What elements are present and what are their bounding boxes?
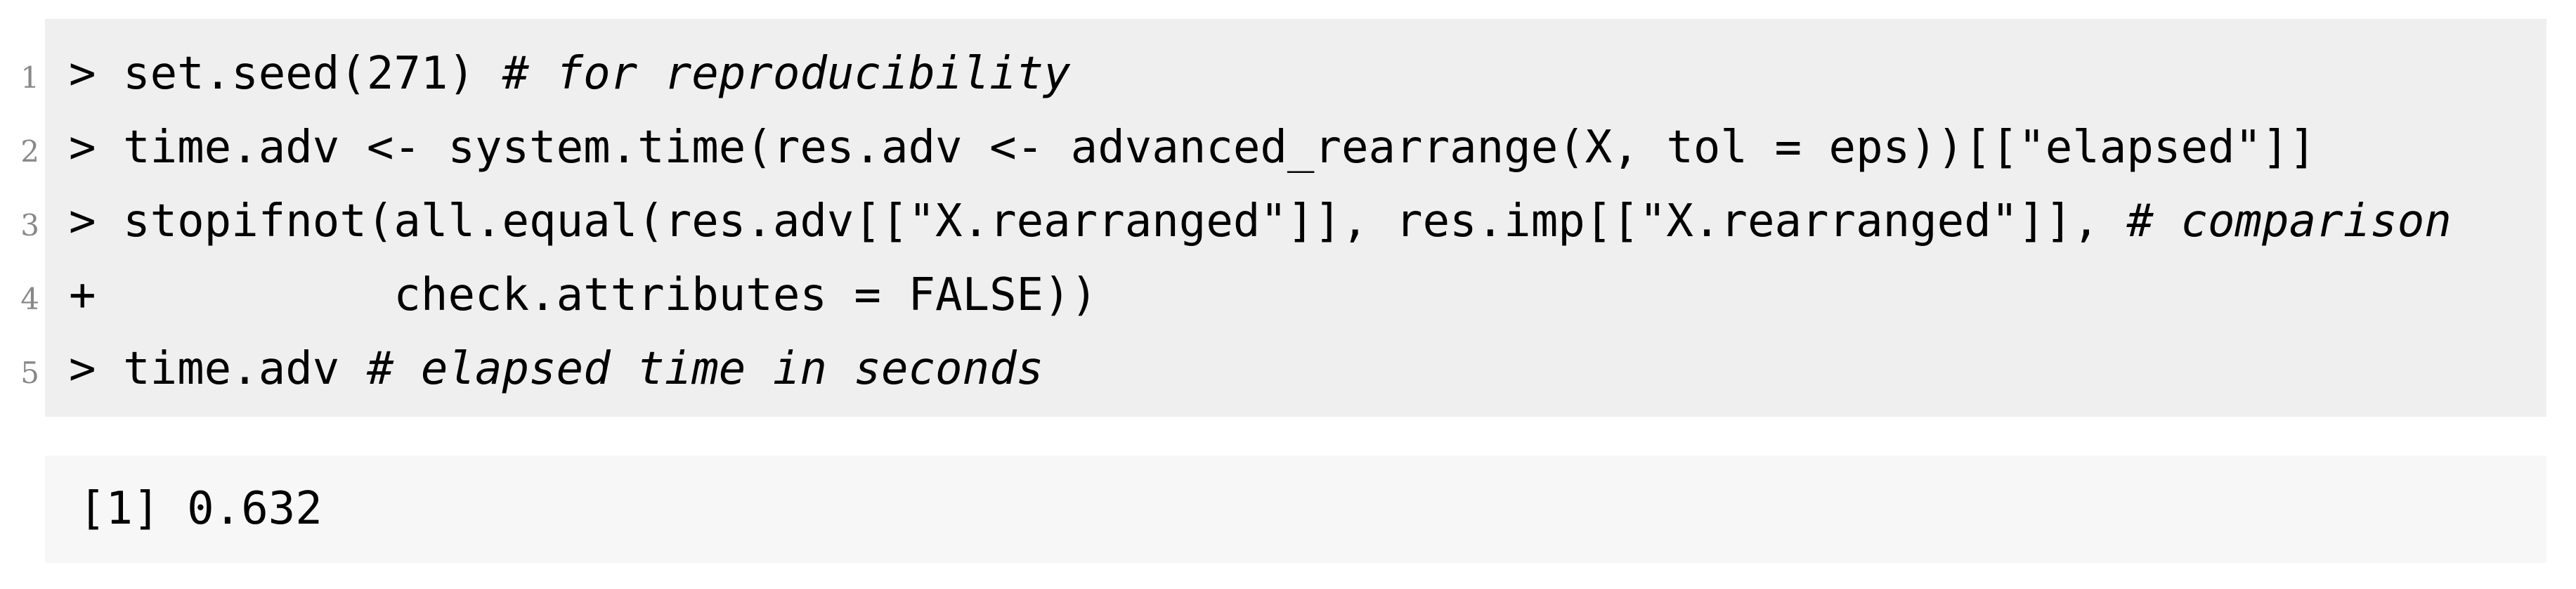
code-comment-segment: # for reproducibility [502,48,1071,100]
code-segment: > time.adv <- system.time(res.adv <- adv… [69,122,2317,174]
line-number: 1 [20,60,39,95]
line-number: 4 [20,282,39,316]
line-number: 2 [20,134,39,169]
line-number: 5 [20,356,39,390]
code-line: 2 > time.adv <- system.time(res.adv <- ad… [20,111,2546,185]
code-segment: + check.attributes = FALSE)) [69,269,1098,321]
r-output-chunk: [1] 0.632 [45,455,2546,563]
console-output-text: [1] 0.632 [79,483,323,535]
code-segment: > time.adv [69,343,367,395]
code-comment-segment: # comparison [2126,195,2452,247]
r-code-chunk: 1 > set.seed(271) # for reproducibility 2 >… [20,19,2546,417]
code-line: 5 > time.adv # elapsed time in seconds [20,332,2546,406]
code-line: 3 > stopifnot(all.equal(res.adv[["X.rearr… [20,185,2546,259]
line-number: 3 [20,208,39,242]
code-line: 4 + check.attributes = FALSE)) [20,259,2546,332]
code-segment: > stopifnot(all.equal(res.adv[["X.rearra… [69,195,2127,247]
code-segment: > set.seed(271) [69,48,502,100]
code-line: 1 > set.seed(271) # for reproducibility [20,37,2546,111]
code-comment-segment: # elapsed time in seconds [366,343,1044,395]
